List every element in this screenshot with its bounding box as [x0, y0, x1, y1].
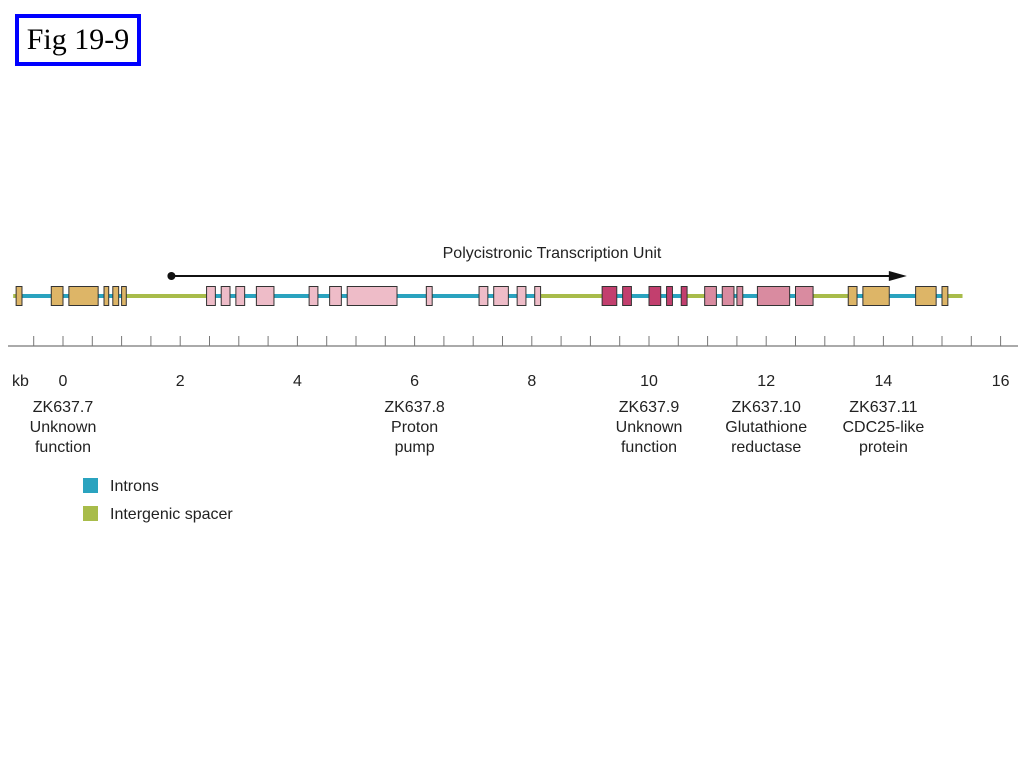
exon-box [220, 286, 231, 306]
gene-function-label: pump [395, 439, 435, 456]
gene-name-label: ZK637.7 [33, 399, 94, 416]
transcription-unit-title: Polycistronic Transcription Unit [443, 245, 662, 262]
axis-tick-label: 16 [992, 373, 1010, 390]
intron-legend-label: Introns [110, 478, 159, 495]
spacer-legend-label: Intergenic spacer [110, 506, 233, 523]
exon-box [666, 286, 673, 306]
gene-name-label: ZK637.10 [732, 399, 801, 416]
exon-box [704, 286, 717, 306]
exon-box [847, 286, 858, 306]
exon-box [346, 286, 398, 306]
exon-box [795, 286, 814, 306]
exon-box [308, 286, 319, 306]
exon-box [721, 286, 735, 306]
exon-box [478, 286, 489, 306]
gene-function-label: function [35, 439, 91, 456]
axis-tick-label: 12 [757, 373, 775, 390]
kb-scale-axis: kb 0 2 4 6 8 10 12 14 16 [8, 336, 1018, 390]
exon-box [756, 286, 791, 306]
exon-box [862, 286, 890, 306]
gene-function-label: function [621, 439, 677, 456]
axis-tick-label: 0 [59, 373, 68, 390]
axis-tick-label: 8 [527, 373, 536, 390]
exon-box [121, 286, 127, 306]
gene-name-label: ZK637.8 [384, 399, 445, 416]
exon-box [493, 286, 509, 306]
exon-box [329, 286, 342, 306]
gene-function-label: Proton [391, 419, 438, 436]
exon-box [68, 286, 99, 306]
exon-box [941, 286, 949, 306]
exon-box [103, 286, 110, 306]
gene-name-label: ZK637.11 [849, 399, 917, 416]
exon-box [50, 286, 64, 306]
exon-box [534, 286, 542, 306]
intron-legend-swatch [83, 478, 98, 493]
exon-box [915, 286, 937, 306]
exon-box [601, 286, 618, 306]
gene-function-label: CDC25-like [843, 419, 925, 436]
exon-box [235, 286, 246, 306]
figure-label: Fig 19-9 [26, 23, 130, 56]
transcription-unit-arrow [167, 271, 907, 281]
exon-box [680, 286, 688, 306]
figure-label-box: Fig 19-9 [15, 14, 141, 66]
exon-box [425, 286, 433, 306]
exon-box [736, 286, 744, 306]
exon-box [206, 286, 216, 306]
arrow-head [888, 271, 907, 281]
axis-tick-label: 10 [640, 373, 658, 390]
exon-box [255, 286, 275, 306]
gene-function-label: Unknown [616, 419, 683, 436]
exon-box [516, 286, 527, 306]
axis-tick-label: 4 [293, 373, 302, 390]
axis-unit-label: kb [12, 373, 29, 390]
gene-function-label: Glutathione [725, 419, 807, 436]
exon-box [648, 286, 662, 306]
axis-tick-label: 6 [410, 373, 419, 390]
exon-layer [15, 286, 949, 306]
axis-tick-label: 2 [176, 373, 185, 390]
gene-function-label: Unknown [30, 419, 97, 436]
exon-box [15, 286, 23, 306]
axis-tick-label: 14 [875, 373, 893, 390]
gene-name-label: ZK637.9 [619, 399, 680, 416]
exon-box [622, 286, 632, 306]
gene-function-label: reductase [731, 439, 801, 456]
exon-box [112, 286, 120, 306]
spacer-legend-swatch [83, 506, 98, 521]
gene-function-label: protein [859, 439, 908, 456]
